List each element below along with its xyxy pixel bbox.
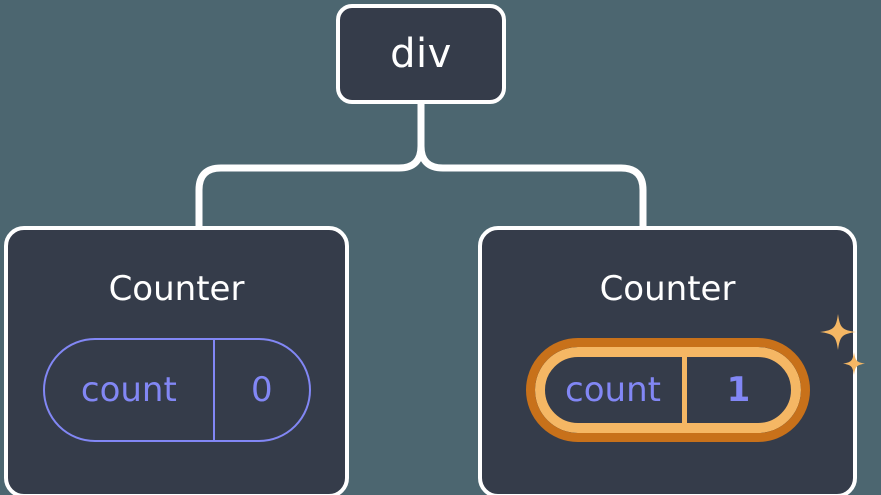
- state-pill-right-inner-ring: count 1: [534, 347, 801, 433]
- sparkle-large-icon: [819, 314, 856, 350]
- state-pill-left-value: 0: [251, 370, 273, 410]
- state-pill-left[interactable]: count 0: [42, 338, 311, 442]
- node-counter-left[interactable]: Counter count 0: [4, 226, 349, 495]
- connector-branch-left: [195, 142, 425, 230]
- node-div[interactable]: div: [336, 4, 506, 104]
- node-div-label: div: [390, 31, 452, 77]
- node-counter-right-title: Counter: [599, 269, 736, 309]
- state-pill-right-key: count: [545, 357, 687, 423]
- state-pill-left-key: count: [45, 340, 216, 440]
- node-counter-left-title: Counter: [108, 269, 245, 309]
- connector-branch-right: [417, 142, 647, 230]
- state-pill-wrapper-left: count 0: [42, 338, 311, 442]
- node-counter-right[interactable]: Counter count 1: [478, 226, 865, 495]
- state-pill-right-value: 1: [726, 370, 751, 410]
- state-pill-wrapper-right: count 1: [525, 314, 865, 442]
- state-pill-right[interactable]: count 1: [525, 338, 810, 442]
